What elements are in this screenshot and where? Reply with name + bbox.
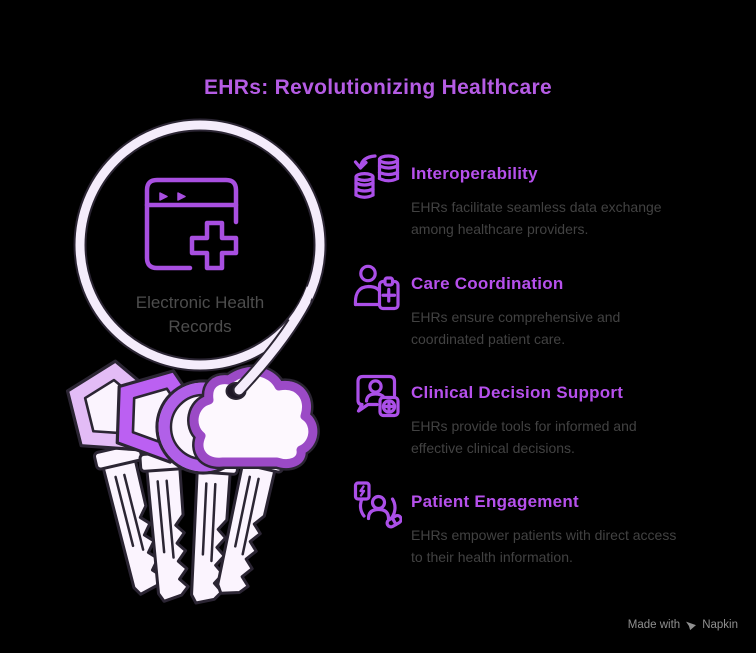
watermark-brand: Napkin bbox=[702, 619, 738, 631]
ehr-window-medical-cross-icon bbox=[144, 177, 239, 271]
feature-title: Patient Engagement bbox=[411, 492, 579, 511]
data-exchange-icon bbox=[353, 154, 400, 199]
feature-description: EHRs provide tools for informed and effe… bbox=[411, 418, 637, 456]
feature-description: EHRs empower patients with direct access… bbox=[411, 527, 677, 565]
ring-label-line2: Records bbox=[168, 317, 231, 336]
page-title: EHRs: Revolutionizing Healthcare bbox=[204, 76, 552, 99]
feature-patient-engagement: Patient Engagement EHRs empower patients… bbox=[352, 478, 732, 568]
patient-engagement-icon bbox=[353, 481, 402, 529]
feature-description: EHRs facilitate seamless data exchange a… bbox=[411, 199, 662, 237]
feature-care-coordination: Care Coordination EHRs ensure comprehens… bbox=[352, 260, 732, 350]
feature-title: Interoperability bbox=[411, 164, 538, 183]
feature-description: EHRs ensure comprehensive and coordinate… bbox=[411, 309, 621, 347]
feature-title: Care Coordination bbox=[411, 274, 564, 293]
feature-clinical-decision-support: Clinical Decision Support EHRs provide t… bbox=[352, 369, 732, 459]
key-4 bbox=[187, 364, 320, 602]
watermark-prefix: Made with bbox=[627, 619, 681, 631]
ring-strand bbox=[232, 286, 316, 397]
feature-title: Clinical Decision Support bbox=[411, 383, 624, 402]
feature-interoperability: Interoperability EHRs facilitate seamles… bbox=[352, 150, 732, 240]
ring-label-line1: Electronic Health bbox=[136, 293, 265, 312]
clinical-decision-screen-icon bbox=[356, 374, 400, 418]
key-ring-illustration: Electronic Health Records bbox=[65, 118, 327, 607]
care-team-clipboard-icon bbox=[353, 264, 400, 311]
napkin-logo-icon bbox=[686, 621, 697, 631]
napkin-watermark[interactable]: Made with Napkin bbox=[628, 619, 738, 631]
key-ring-circle bbox=[73, 118, 327, 372]
